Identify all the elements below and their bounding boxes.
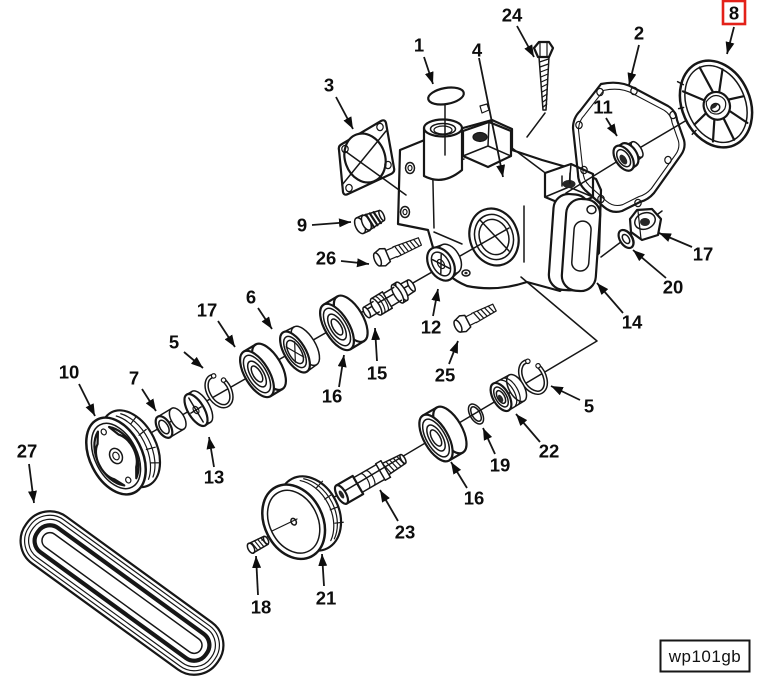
callout-24: 24 (502, 5, 523, 26)
leader-arrow-22 (515, 413, 541, 443)
leader-arrow-3 (335, 96, 354, 130)
snap-ring-right (517, 358, 549, 395)
callout-4: 4 (472, 40, 483, 61)
long-bolt (526, 40, 555, 138)
rear-gasket (571, 81, 686, 213)
shaft-23 (333, 453, 407, 505)
hub (612, 140, 644, 172)
callout-22: 22 (539, 441, 560, 462)
mounting-plate (547, 192, 602, 293)
o-ring-19 (467, 403, 485, 425)
threaded-plug (353, 209, 386, 235)
callout-3: 3 (324, 75, 334, 96)
pulley-21 (261, 475, 344, 561)
leader-arrow-5 (550, 385, 581, 401)
washer (617, 228, 635, 250)
leader-arrow-6 (257, 307, 273, 330)
leader-arrow-11 (605, 117, 618, 137)
callout-25: 25 (435, 365, 456, 386)
o-ring-top (427, 86, 465, 156)
leader-arrow-5 (183, 351, 204, 369)
leader-arrow-15 (371, 327, 381, 362)
callout-17: 17 (693, 244, 714, 265)
leader-arrow-12 (431, 288, 441, 317)
callout-23: 23 (395, 522, 416, 543)
top-boss (461, 120, 513, 169)
leader-arrow-4 (478, 57, 506, 178)
callout-13: 13 (204, 467, 225, 488)
callout-1: 1 (414, 35, 424, 56)
leader-arrow-27 (28, 463, 37, 504)
leader-arrow-17 (658, 232, 693, 248)
leader-arrow-7 (141, 388, 157, 412)
bearing-16-left (319, 294, 369, 352)
snap-ring-left (204, 373, 234, 409)
leader-arrow-14 (596, 282, 624, 314)
leader-arrow-13 (206, 436, 216, 468)
nut (628, 207, 663, 242)
flange-13 (183, 390, 214, 428)
callout-16: 16 (464, 488, 485, 509)
leader-arrow-10 (78, 383, 96, 417)
leader-arrow-21 (318, 553, 328, 587)
callout-8: 8 (729, 3, 739, 24)
bolt-26 (372, 237, 423, 267)
seal-12 (426, 243, 463, 282)
callout-19: 19 (490, 455, 511, 476)
callout-5: 5 (584, 396, 594, 417)
callout-26: 26 (316, 248, 337, 269)
callout-9: 9 (297, 215, 307, 236)
callout-12: 12 (421, 317, 442, 338)
callout-17: 17 (197, 300, 218, 321)
figure-code: wp101gb (668, 647, 742, 666)
shaft-15 (362, 279, 417, 319)
leader-arrow-8 (725, 26, 735, 55)
bushing-22 (489, 373, 528, 413)
figure-code-box: wp101gb (659, 639, 751, 673)
leader-arrow-24 (516, 25, 535, 58)
drive-belt (19, 510, 225, 676)
callout-7: 7 (129, 368, 139, 389)
leader-arrow-20 (632, 249, 667, 279)
pulley-10 (85, 409, 162, 496)
callout-2: 2 (634, 23, 644, 44)
leader-arrow-2 (627, 44, 640, 86)
callout-11: 11 (593, 97, 613, 118)
impeller (676, 59, 754, 149)
highlight-box-8 (721, 0, 747, 26)
callout-5: 5 (169, 332, 179, 353)
spacer-7 (154, 407, 187, 439)
callout-27: 27 (17, 441, 38, 462)
leader-arrow-16 (450, 461, 468, 489)
callout-20: 20 (663, 277, 684, 298)
leader-arrow-18 (252, 555, 262, 596)
bolt-25 (453, 303, 497, 333)
callout-18: 18 (251, 597, 272, 618)
callout-21: 21 (316, 588, 337, 609)
callout-10: 10 (59, 362, 80, 383)
leader-arrow-23 (379, 489, 399, 522)
screw-18 (246, 535, 270, 555)
callout-14: 14 (622, 312, 643, 333)
pulley-21-axis (271, 518, 298, 532)
bearing-17-left (239, 342, 287, 399)
lower-axis-line (261, 276, 598, 541)
callout-16: 16 (322, 386, 343, 407)
leader-arrow-16 (337, 354, 347, 388)
callout-15: 15 (367, 363, 388, 384)
leader-arrow-19 (482, 427, 496, 455)
leader-arrow-26 (340, 258, 370, 268)
leader-arrow-9 (311, 218, 352, 228)
inlet-gasket (337, 119, 407, 196)
seal-6 (279, 325, 321, 374)
leader-arrow-17 (217, 320, 236, 348)
bearing-16-right (418, 405, 468, 463)
callout-6: 6 (246, 287, 256, 308)
leader-arrow-1 (423, 56, 434, 85)
filler-neck (422, 118, 464, 181)
leader-arrow-25 (448, 340, 459, 365)
